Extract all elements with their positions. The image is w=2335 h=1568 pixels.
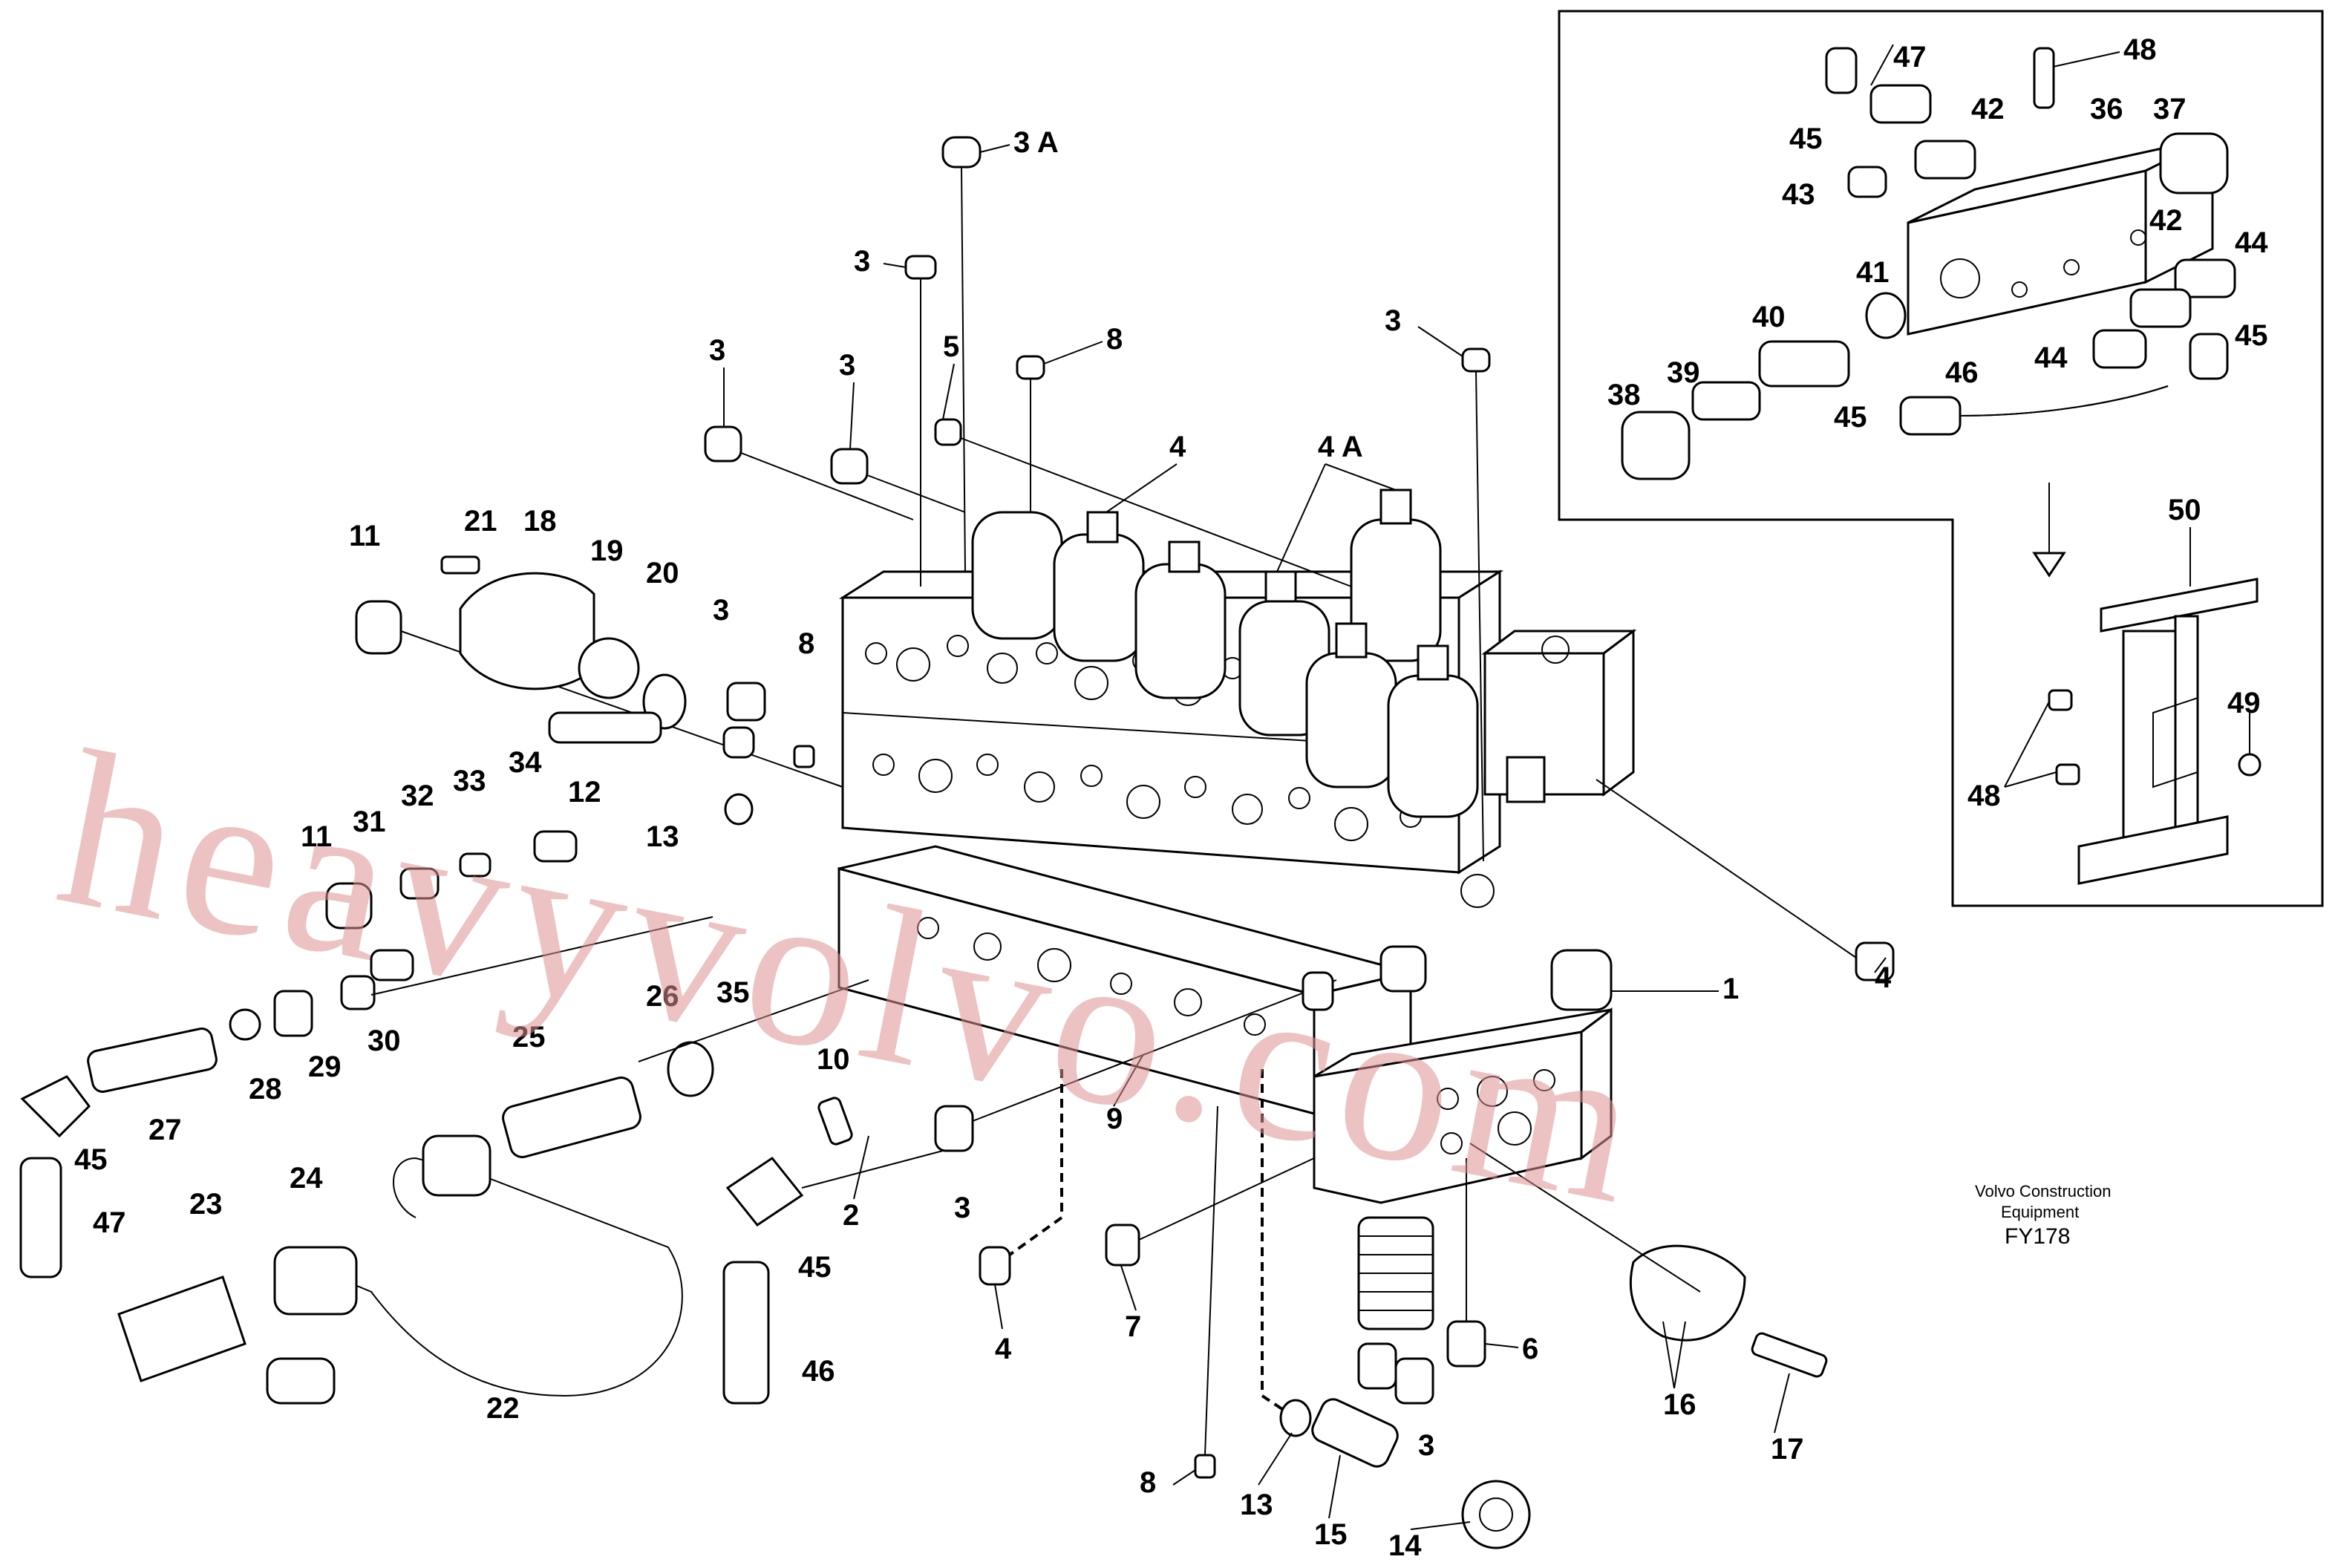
- caption-line-2: Equipment: [2001, 1203, 2079, 1221]
- label-39: 39: [1667, 356, 1700, 389]
- label-31: 31: [353, 806, 386, 838]
- label-3: 3: [713, 594, 729, 627]
- label-13: 13: [646, 820, 679, 853]
- label-49: 49: [2227, 687, 2261, 719]
- label-6: 6: [1522, 1333, 1538, 1365]
- solenoid-valves: [971, 489, 1546, 818]
- label-3: 3: [854, 245, 870, 278]
- label-44: 44: [2235, 226, 2268, 259]
- label-28: 28: [249, 1073, 282, 1105]
- left-hose-assembly: [19, 916, 713, 1278]
- label-23: 23: [189, 1188, 223, 1221]
- label-10: 10: [817, 1043, 850, 1076]
- label-50: 50: [2168, 494, 2201, 526]
- label-leaders: [723, 44, 2250, 1530]
- label-30: 30: [368, 1025, 401, 1057]
- caption-line-1: Volvo Construction: [1975, 1182, 2111, 1200]
- label-3: 3: [954, 1192, 970, 1224]
- label-38: 38: [1607, 379, 1641, 411]
- label-11: 11: [301, 820, 332, 853]
- label-4: 4: [995, 1333, 1012, 1365]
- label-24: 24: [290, 1162, 323, 1195]
- label-3A: 3 A: [1013, 126, 1059, 159]
- bracket-50: [2048, 578, 2261, 885]
- label-4: 4: [1875, 961, 1892, 994]
- label-48: 48: [2123, 33, 2157, 66]
- bellows: [1357, 1216, 1434, 1330]
- label-8: 8: [798, 627, 814, 660]
- label-16: 16: [1663, 1388, 1696, 1421]
- label-3: 3: [1385, 304, 1401, 337]
- label-46: 46: [1945, 356, 1979, 389]
- label-45: 45: [2235, 319, 2268, 352]
- label-3: 3: [709, 334, 725, 367]
- label-47: 47: [93, 1206, 126, 1239]
- label-13: 13: [1240, 1489, 1273, 1521]
- label-20: 20: [646, 557, 679, 589]
- label-15: 15: [1314, 1518, 1348, 1551]
- label-44: 44: [2034, 342, 2068, 374]
- label-4: 4: [1169, 431, 1186, 463]
- label-45: 45: [798, 1251, 832, 1284]
- label-17: 17: [1771, 1433, 1804, 1466]
- label-35: 35: [716, 976, 750, 1009]
- label-1: 1: [1722, 973, 1739, 1005]
- label-42: 42: [2149, 204, 2183, 237]
- label-47: 47: [1893, 41, 1927, 74]
- label-3: 3: [1418, 1429, 1434, 1462]
- label-5: 5: [943, 330, 959, 363]
- label-29: 29: [308, 1051, 342, 1083]
- label-36: 36: [2090, 93, 2123, 125]
- inset-valve-block: [1621, 47, 2236, 480]
- dashed-path-center: [1261, 1069, 1286, 1412]
- dashed-path-left: [1008, 1069, 1063, 1256]
- label-7: 7: [1125, 1310, 1141, 1343]
- left-fittings: [325, 555, 843, 981]
- label-4A: 4 A: [1318, 431, 1363, 463]
- label-2: 2: [843, 1199, 859, 1232]
- plugs-upper: [704, 255, 1491, 862]
- label-26: 26: [646, 980, 679, 1013]
- label-34: 34: [509, 746, 542, 779]
- label-45: 45: [1789, 122, 1823, 155]
- pipe-assembly: [117, 979, 869, 1405]
- part-labels: 3 A 3 3 3 3 3 3 3 5 8 8 8 4 4 A 4 4 11 1…: [74, 33, 2268, 1562]
- front-cover-block: [1313, 1007, 1613, 1204]
- label-14: 14: [1388, 1529, 1422, 1562]
- label-12: 12: [568, 776, 601, 808]
- label-25: 25: [512, 1021, 546, 1054]
- label-9: 9: [1106, 1102, 1123, 1135]
- figure-code: FY178: [2005, 1224, 2070, 1249]
- label-45: 45: [1834, 401, 1867, 434]
- label-37: 37: [2153, 93, 2187, 125]
- label-45: 45: [74, 1143, 108, 1176]
- label-32: 32: [401, 780, 434, 812]
- label-18: 18: [523, 505, 557, 538]
- right-hose-assembly: [722, 979, 1337, 1405]
- label-40: 40: [1752, 301, 1786, 333]
- label-43: 43: [1782, 178, 1815, 211]
- label-8: 8: [1140, 1466, 1156, 1499]
- label-33: 33: [453, 765, 486, 797]
- label-42: 42: [1971, 93, 2005, 125]
- label-46: 46: [802, 1355, 835, 1388]
- lower-parts: [979, 779, 1895, 1549]
- arrow-down-icon: [2032, 483, 2066, 578]
- label-27: 27: [148, 1114, 182, 1146]
- label-8: 8: [1106, 323, 1123, 356]
- label-48: 48: [1967, 780, 2001, 812]
- label-41: 41: [1856, 256, 1890, 289]
- label-11: 11: [349, 520, 380, 552]
- label-3: 3: [839, 349, 855, 382]
- label-19: 19: [590, 535, 624, 567]
- label-21: 21: [464, 505, 497, 538]
- label-22: 22: [486, 1392, 520, 1425]
